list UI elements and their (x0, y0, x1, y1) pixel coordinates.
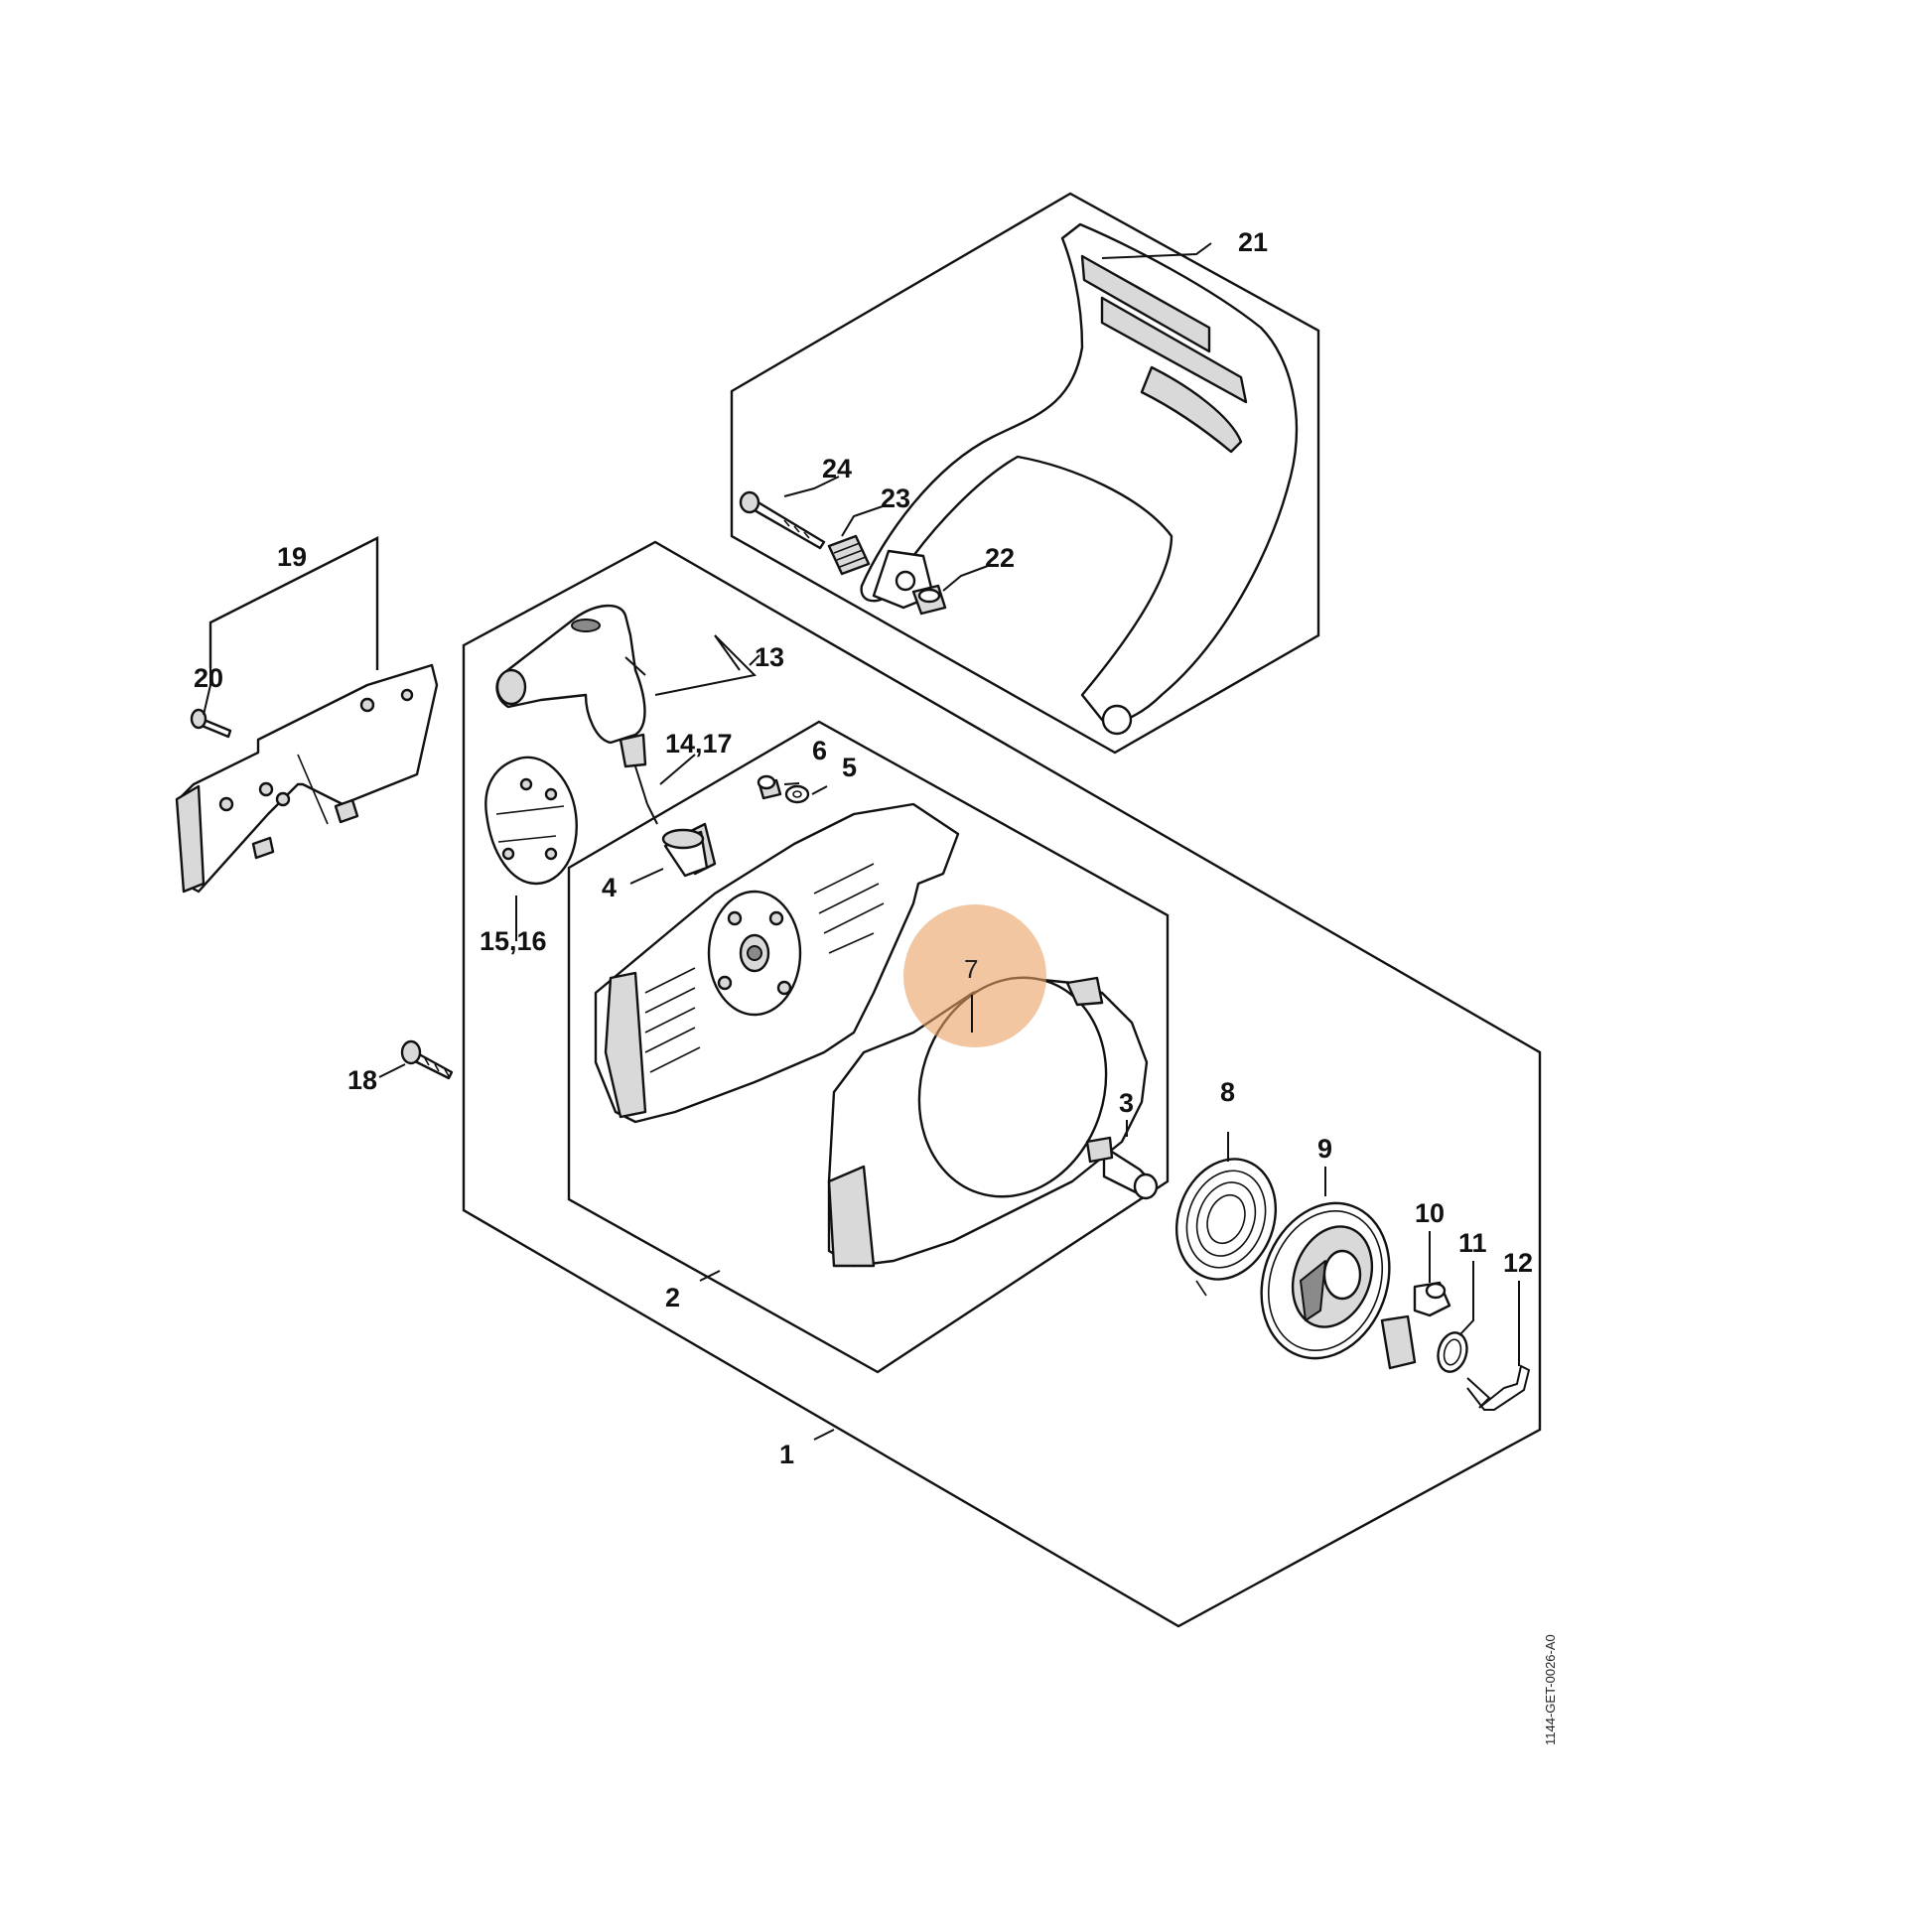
label-12: 12 (1503, 1248, 1533, 1278)
label-7: 7 (964, 954, 978, 984)
starter-rope-14-17[interactable] (619, 733, 658, 825)
screw-24[interactable] (739, 490, 826, 550)
spring-clip-12[interactable] (1466, 1364, 1531, 1411)
chain-sprocket-cover-19[interactable] (175, 663, 439, 894)
drawing-code: 1144-GET-0026-A0 (1543, 1634, 1558, 1745)
screw-18[interactable] (400, 1039, 454, 1080)
label-6: 6 (812, 736, 827, 765)
label-18: 18 (347, 1065, 377, 1095)
rewind-spring-8[interactable] (1161, 1145, 1293, 1297)
sleeve-22[interactable] (911, 584, 947, 616)
label-22: 22 (985, 543, 1015, 573)
screw-20[interactable] (190, 708, 232, 739)
frame-handguard-assembly (730, 192, 1320, 755)
washer-5[interactable] (784, 784, 810, 804)
label-1: 1 (779, 1440, 794, 1469)
frame-fan-housing-2 (567, 720, 1170, 1374)
starter-grip-13[interactable] (495, 604, 646, 745)
washer-11[interactable] (1434, 1329, 1470, 1375)
pawl-10[interactable] (1380, 1281, 1451, 1370)
rope-rotor-9[interactable] (1240, 1185, 1410, 1377)
label-11: 11 (1458, 1228, 1487, 1258)
starter-cover-7[interactable] (827, 953, 1149, 1268)
label-4: 4 (602, 873, 617, 902)
rope-guide-15-16[interactable] (484, 756, 578, 886)
label-2: 2 (665, 1283, 680, 1312)
label-5: 5 (842, 753, 857, 782)
callout-labels: 21 24 23 22 19 20 13 14,17 15,16 4 6 5 7… (194, 227, 1533, 1469)
label-23: 23 (881, 483, 910, 513)
hand-guard-21[interactable] (860, 222, 1298, 736)
label-8: 8 (1220, 1077, 1235, 1107)
label-21: 21 (1238, 227, 1268, 257)
label-20: 20 (194, 663, 223, 693)
nipple-4[interactable] (661, 828, 709, 878)
label-24: 24 (822, 454, 852, 483)
sleeve-3[interactable] (1085, 1136, 1159, 1200)
label-13: 13 (755, 642, 784, 672)
highlight-circle-part-7 (903, 904, 1046, 1047)
frame-chain-sprocket-cover (208, 536, 379, 670)
fan-housing-2[interactable] (594, 802, 960, 1124)
label-15-16: 15,16 (480, 926, 547, 956)
leader-lines (203, 242, 1520, 1441)
label-9: 9 (1317, 1134, 1332, 1164)
screw-6[interactable] (757, 774, 782, 800)
label-10: 10 (1415, 1198, 1445, 1228)
compression-spring-23[interactable] (827, 534, 871, 576)
label-14-17: 14,17 (665, 729, 733, 759)
label-19: 19 (277, 542, 307, 572)
frame-fan-housing-1 (462, 540, 1542, 1628)
label-3: 3 (1119, 1088, 1134, 1118)
